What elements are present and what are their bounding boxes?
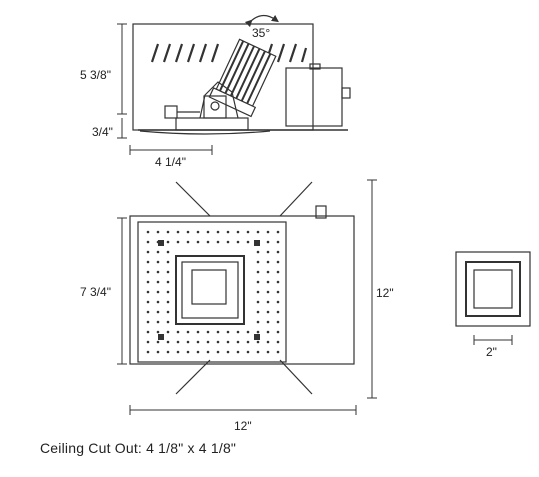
perforation-dots xyxy=(146,230,280,354)
mounting-bar-tr xyxy=(279,181,313,217)
plan-dimension-lines xyxy=(117,179,377,415)
gimbal-bracket xyxy=(199,81,239,119)
plan-plate xyxy=(137,221,287,363)
side-elevation xyxy=(132,14,351,135)
plan-view xyxy=(129,181,355,395)
housing-height-label: 5 3/8" xyxy=(80,68,111,82)
trim-inner xyxy=(473,269,513,309)
trim-opening-label: 2" xyxy=(486,345,497,359)
trim-view xyxy=(455,251,531,345)
housing-slots xyxy=(150,43,308,63)
flange-curve xyxy=(139,130,271,135)
aperture-side-label: 4 1/4" xyxy=(155,155,186,169)
plan-aperture-lens xyxy=(191,269,227,305)
corner-markers xyxy=(158,240,260,340)
mounting-bar-tl xyxy=(175,181,211,217)
plan-housing xyxy=(129,215,355,365)
mounting-bar-br xyxy=(279,359,313,395)
connector-block xyxy=(164,105,178,119)
angle-arc xyxy=(244,14,279,28)
mounting-bar-bl xyxy=(175,359,211,395)
plan-aperture-outer xyxy=(175,255,245,325)
trim-outer xyxy=(455,251,531,327)
plan-width-label: 12" xyxy=(234,419,252,433)
plan-aperture-inner xyxy=(181,261,239,319)
ceiling-cutout-caption: Ceiling Cut Out: 4 1/8" x 4 1/8" xyxy=(40,440,237,456)
trim-middle xyxy=(465,261,521,317)
light-engine xyxy=(208,38,277,118)
side-dimension-lines xyxy=(117,23,213,155)
plan-length-label: 12" xyxy=(376,286,394,300)
trim-collar xyxy=(175,117,249,131)
angle-label: 35° xyxy=(252,26,270,40)
plan-depth-label: 7 3/4" xyxy=(80,285,111,299)
junction-box xyxy=(285,67,343,127)
plan-connector xyxy=(315,205,327,219)
flange-depth-label: 3/4" xyxy=(92,125,113,139)
